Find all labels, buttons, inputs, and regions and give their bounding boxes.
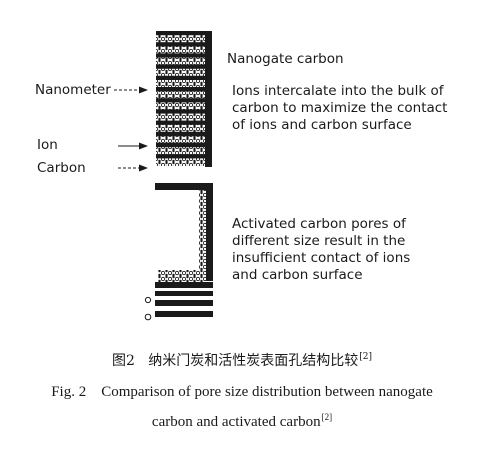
carbon-layer	[156, 154, 210, 159]
activated-top-bar	[155, 183, 213, 190]
nanogate-desc-line: carbon to maximize the contact	[232, 100, 448, 116]
caption-english-line1: Fig. 2 Comparison of pore size distribut…	[51, 384, 433, 400]
loose-ion-1	[144, 296, 152, 304]
activated-bottom-bar-2	[155, 291, 213, 296]
carbon-layer	[156, 98, 210, 103]
caption-chinese: 图2 纳米门炭和活性炭表面孔结构比较[2]	[0, 350, 484, 370]
nanogate-desc-line: Ions intercalate into the bulk of	[232, 83, 444, 99]
activated-description: Activated carbon pores of different size…	[232, 216, 467, 284]
carbon-layer	[156, 143, 210, 148]
caption-en-text: carbon and activated carbon	[151, 414, 321, 430]
loose-ion-2	[144, 313, 152, 321]
activated-bottom-bar-1	[155, 282, 213, 288]
carbon-layer	[156, 87, 210, 92]
ion-label: Ion	[37, 137, 58, 153]
carbon-layer	[156, 109, 210, 114]
nanogate-carbon-block	[156, 31, 212, 167]
ion-arrow	[118, 142, 148, 150]
activated-desc-line: and carbon surface	[232, 267, 363, 283]
pore-structure-diagram	[114, 31, 213, 321]
carbon-layer	[156, 31, 210, 36]
caption-cn-ref: [2]	[359, 352, 373, 362]
activated-desc-line: insufficient contact of ions	[232, 250, 411, 266]
activated-desc-line: different size result in the	[232, 233, 406, 249]
carbon-layer	[156, 131, 210, 136]
nanometer-arrow	[114, 86, 148, 94]
caption-english-line2: carbon and activated carbon[2]	[0, 412, 484, 431]
activated-bottom-bar-3	[155, 300, 213, 306]
activated-carbon-block	[144, 183, 213, 321]
carbon-layer	[156, 64, 210, 69]
carbon-layer	[156, 53, 210, 58]
nanogate-description: Ions intercalate into the bulk of carbon…	[232, 83, 467, 134]
activated-wall-ions	[199, 190, 206, 274]
carbon-arrow	[118, 164, 148, 172]
activated-bottom-ions	[158, 270, 206, 282]
nanogate-title: Nanogate carbon	[227, 51, 344, 67]
activated-bottom-bar-4	[155, 311, 213, 317]
carbon-layer	[156, 42, 210, 47]
carbon-label: Carbon	[37, 160, 86, 176]
nanogate-right-wall	[205, 31, 212, 167]
nanometer-label: Nanometer	[35, 82, 111, 98]
caption-en-ref: [2]	[321, 412, 333, 422]
caption-cn-text: 纳米门炭和活性炭表面孔结构比较	[148, 353, 359, 369]
carbon-layer	[156, 75, 210, 80]
carbon-layers	[156, 31, 210, 159]
caption-cn-prefix: 图2	[111, 353, 135, 369]
nanogate-desc-line: of ions and carbon surface	[232, 117, 412, 133]
activated-right-wall	[206, 183, 213, 281]
activated-desc-line: Activated carbon pores of	[232, 216, 406, 232]
carbon-layer	[156, 120, 210, 125]
